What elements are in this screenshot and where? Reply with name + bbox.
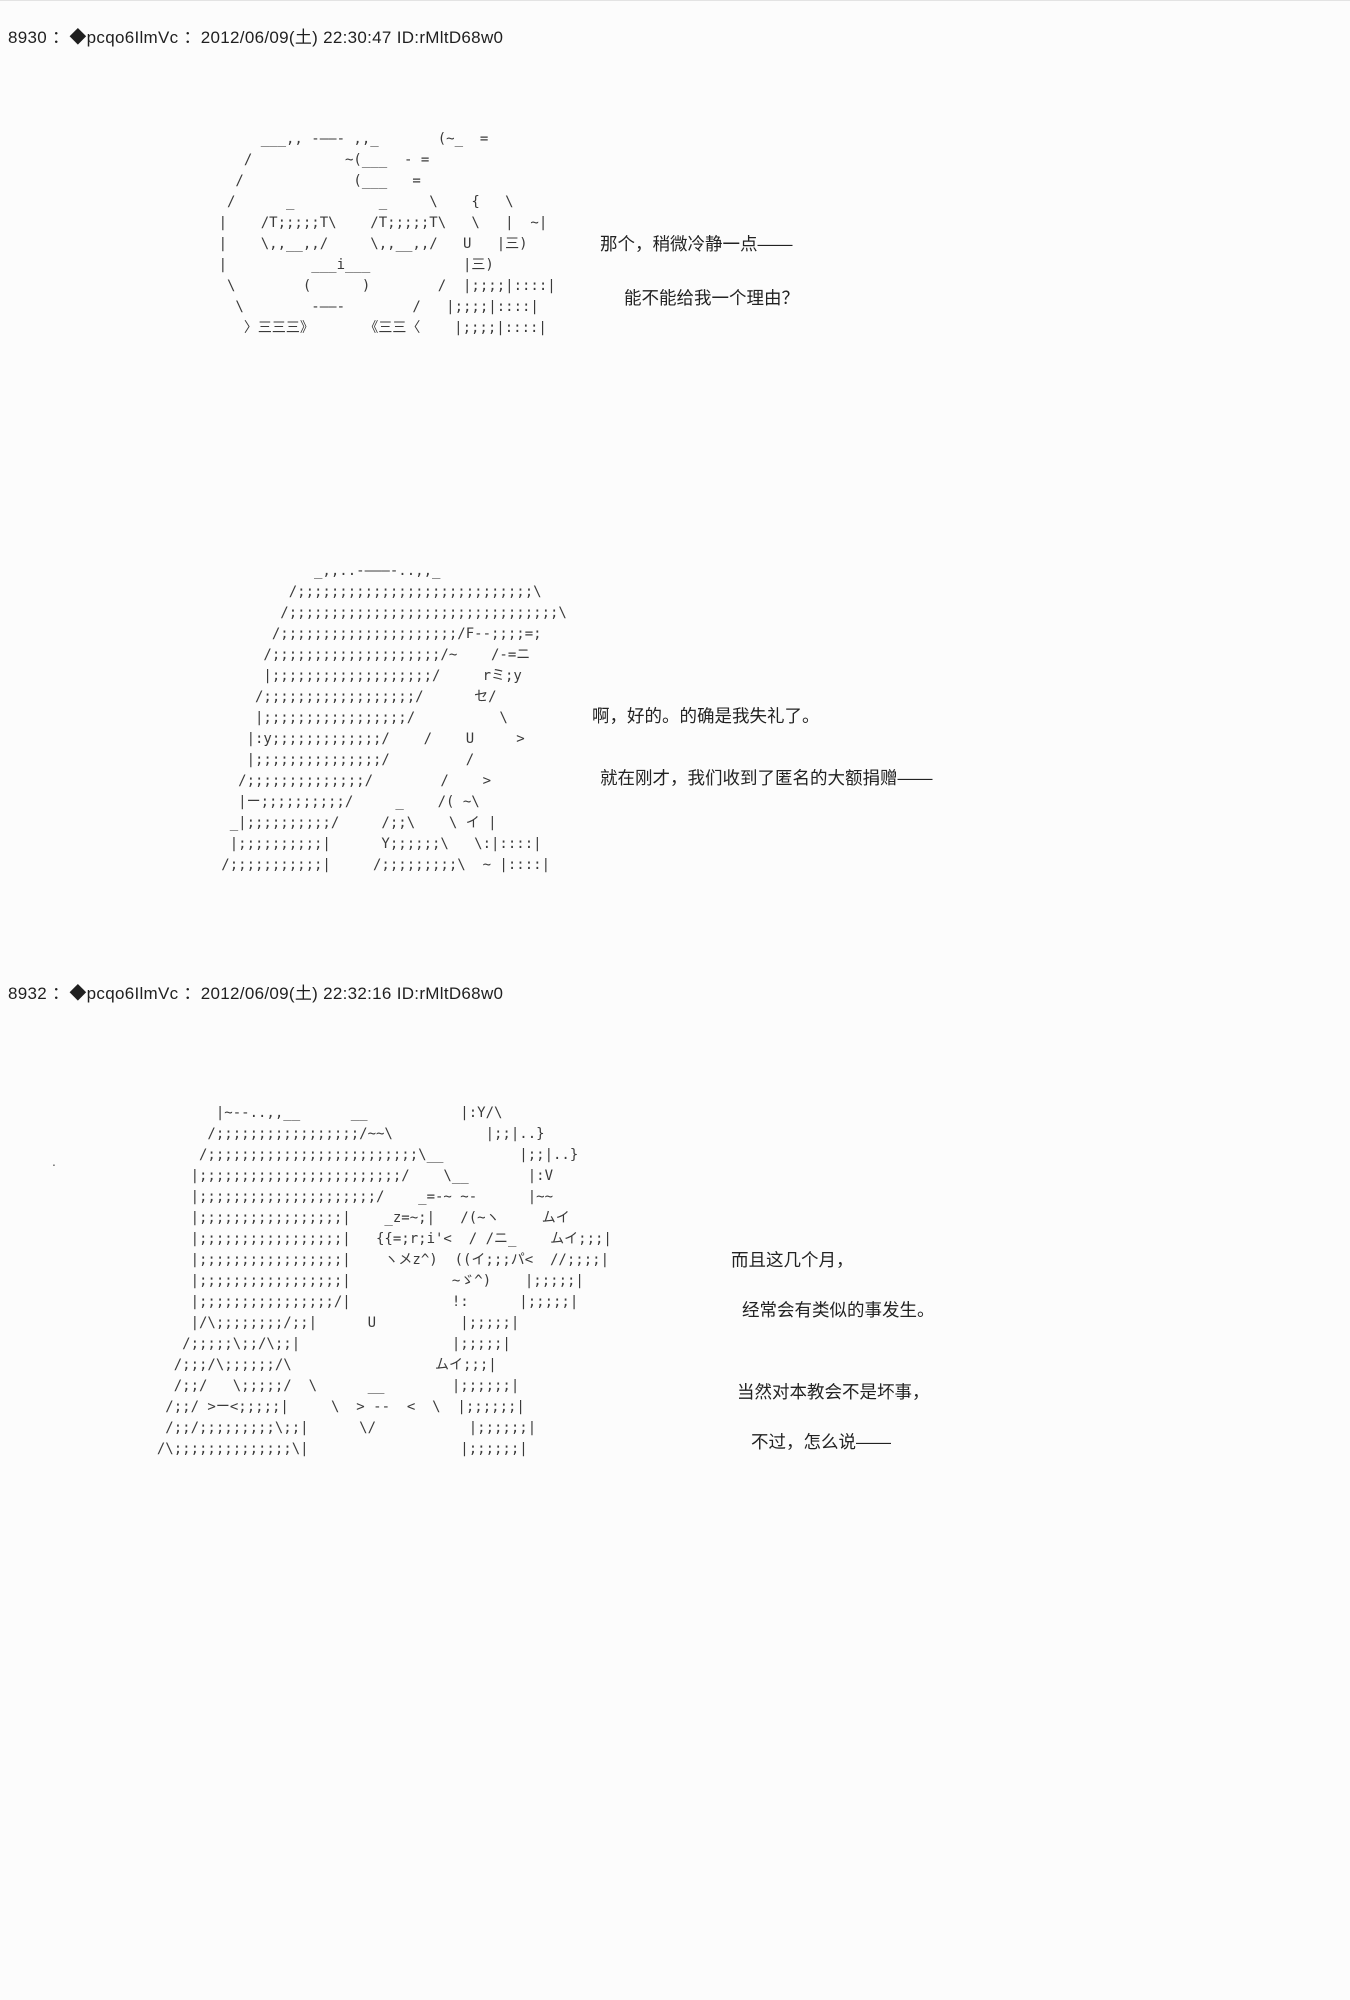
dialogue-line: 就在刚才，我们收到了匿名的大额捐赠—— — [600, 768, 933, 788]
ascii-art-face-crying: ___,, -――- ,,_ (~_ = / ~(___ - = / (___ … — [218, 131, 556, 336]
dialogue-line: 当然对本教会不是坏事， — [737, 1382, 930, 1402]
dialogue-line: 而且这几个月， — [731, 1250, 854, 1270]
post-header-8932: 8932 ：◆pcqo6IlmVc ：2012/06/09(土) 22:32:1… — [8, 984, 504, 1003]
stray-dot: . — [52, 1153, 56, 1169]
dialogue-line: 能不能给我一个理由？ — [624, 288, 799, 308]
ascii-art-large-portrait: |~--..,,__ __ |:Y/\ /;;;;;;;;;;;;;;;;;/~… — [156, 1105, 612, 1457]
post-header-8930: 8930 ：◆pcqo6IlmVc ：2012/06/09(土) 22:30:4… — [8, 28, 504, 47]
dialogue-line: 啊，好的。的确是我失礼了。 — [592, 706, 820, 726]
dialogue-line: 那个，稍微冷静一点—— — [600, 234, 793, 254]
ascii-art-portrait-profile: _,,..-―――-..,,_ /;;;;;;;;;;;;;;;;;;;;;;;… — [221, 563, 567, 873]
dialogue-line: 经常会有类似的事发生。 — [742, 1300, 935, 1320]
dialogue-line: 不过，怎么说—— — [751, 1432, 891, 1452]
